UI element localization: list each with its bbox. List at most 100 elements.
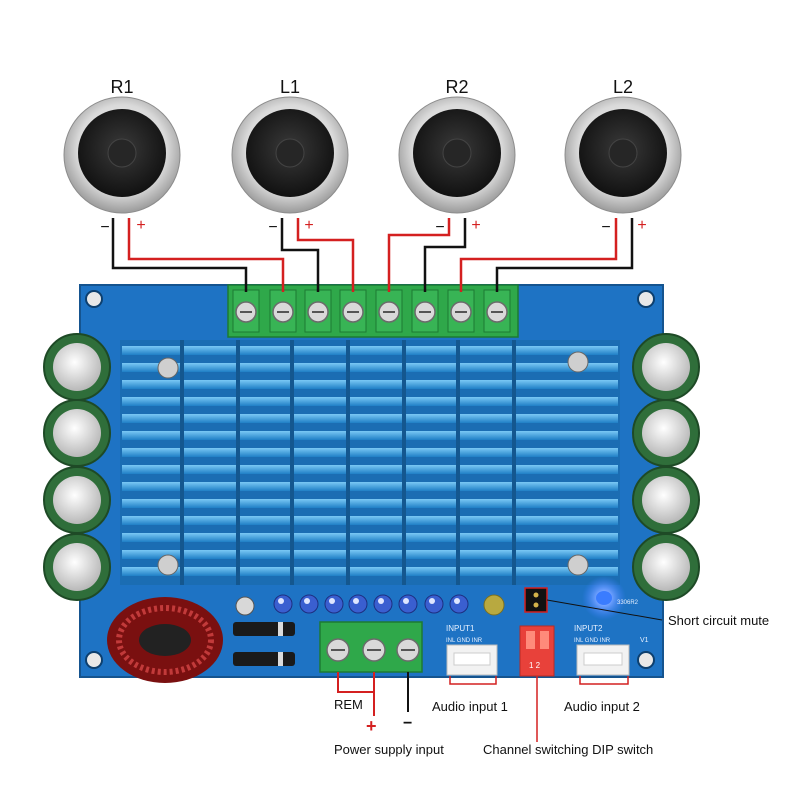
speaker-group: R1−+L1−+R2−+L2−+ [63,77,682,236]
chip-silk: 3306R2 [617,600,639,606]
speaker-plus-label: + [637,217,646,234]
audio-input-1-label: Audio input 1 [432,699,508,714]
heatsink-fin [122,346,618,355]
rectifier-diodes [233,596,295,666]
speaker-dustcap [442,138,472,168]
audio-input-2-label: Audio input 2 [564,699,640,714]
heatsink-fin [122,567,618,576]
diode-band [278,652,283,666]
dip-toggle-1[interactable] [526,631,535,649]
positive-speaker-wire [127,218,285,292]
heatsink-screws [157,351,589,576]
rem-wire [337,672,374,693]
negative-speaker-wire [423,218,467,292]
capacitor-highlight [278,598,284,604]
heatsink-fin [122,448,618,457]
speaker-minus-label: − [435,219,444,236]
minus-label: − [403,715,412,732]
speaker-label: R1 [110,77,133,97]
positive-speaker-wire [459,218,618,292]
power-terminal-block [319,621,423,673]
mount-hole [637,651,655,669]
heatsink-slot [402,340,406,585]
jumper-header[interactable] [524,587,548,613]
negative-speaker-wire [280,218,320,292]
speaker-r1: R1 − + [63,77,181,236]
speaker-minus-label: − [100,219,109,236]
heatsink-slot [346,340,350,585]
speaker-plus-label: + [136,217,145,234]
input2-pins-silk: INL GND INR [574,638,611,644]
capacitor-highlight [429,598,435,604]
capacitor-top [53,409,101,457]
input1-pins-silk: INL GND INR [446,638,483,644]
dip-switch-label: Channel switching DIP switch [483,742,653,757]
input1-silk: INPUT1 [446,624,475,633]
heatsink-base [120,340,620,585]
heatsink-slot [236,340,240,585]
plus-label: + [366,716,377,736]
capacitor-highlight [454,598,460,604]
heatsink-slot [180,340,184,585]
speaker-l1: L1−+ [231,77,349,236]
speaker-dustcap [275,138,305,168]
heatsink-fin [122,397,618,406]
speaker-plus-label: + [471,217,480,234]
speaker-label: R2 [445,77,468,97]
callouts: Short circuit mute REM + − Power supply … [334,599,769,757]
positive-speaker-wire [296,218,355,292]
heatsink-fin [122,533,618,542]
dip-switch: 1 2 [519,625,555,677]
screw-icon [567,554,589,576]
diode-band [278,622,283,636]
small-capacitor [398,594,418,614]
speaker-label: L1 [280,77,300,97]
audio1-bracket [449,676,497,685]
small-capacitor [348,594,368,614]
short-circuit-leader [546,599,663,621]
screw-icon [567,351,589,373]
capacitor-highlight [304,598,310,604]
speaker-dustcap [608,138,638,168]
toroid-inductor [107,597,223,683]
amplifier-board: INPUT1 INL GND INR 1 2 INPUT2 INL GND IN… [43,284,700,683]
input2-connector: INPUT2 INL GND INR V1 [574,624,649,676]
v1-silk: V1 [640,637,649,644]
dip-toggle-2[interactable] [540,631,549,649]
speaker-wires [111,218,634,292]
heatsink-fin [122,414,618,423]
heatsink-fin [122,363,618,372]
screw-icon [235,596,255,616]
capacitor-top [642,476,690,524]
heatsink-fin [122,465,618,474]
power-supply-label: Power supply input [334,742,444,757]
capacitor-top [53,476,101,524]
rem-label: REM [334,697,363,712]
heatsink-fin [122,550,618,559]
capacitor-highlight [403,598,409,604]
capacitor-bank [43,333,700,601]
mount-hole [85,651,103,669]
speaker-minus-label: − [268,219,277,236]
input1-jack-slot [453,652,491,666]
heatsink-fin [122,482,618,491]
diode [233,652,295,666]
capacitor-highlight [353,598,359,604]
negative-speaker-wire [111,218,248,292]
mount-hole [637,290,655,308]
jumper-pin [533,592,539,598]
led-icon [596,591,612,605]
input1-connector: INPUT1 INL GND INR [446,624,498,676]
input2-jack-slot [583,652,623,666]
capacitor-top [53,343,101,391]
speaker-terminal-block [227,284,519,338]
capacitor-top [53,543,101,591]
capacitor-highlight [378,598,384,604]
small-capacitor [273,594,293,614]
dip-numbers: 1 2 [529,661,541,670]
speaker-r2: R2 − + [398,77,516,236]
capacitor-top [642,343,690,391]
heatsink-fin [122,431,618,440]
capacitor-top [642,543,690,591]
